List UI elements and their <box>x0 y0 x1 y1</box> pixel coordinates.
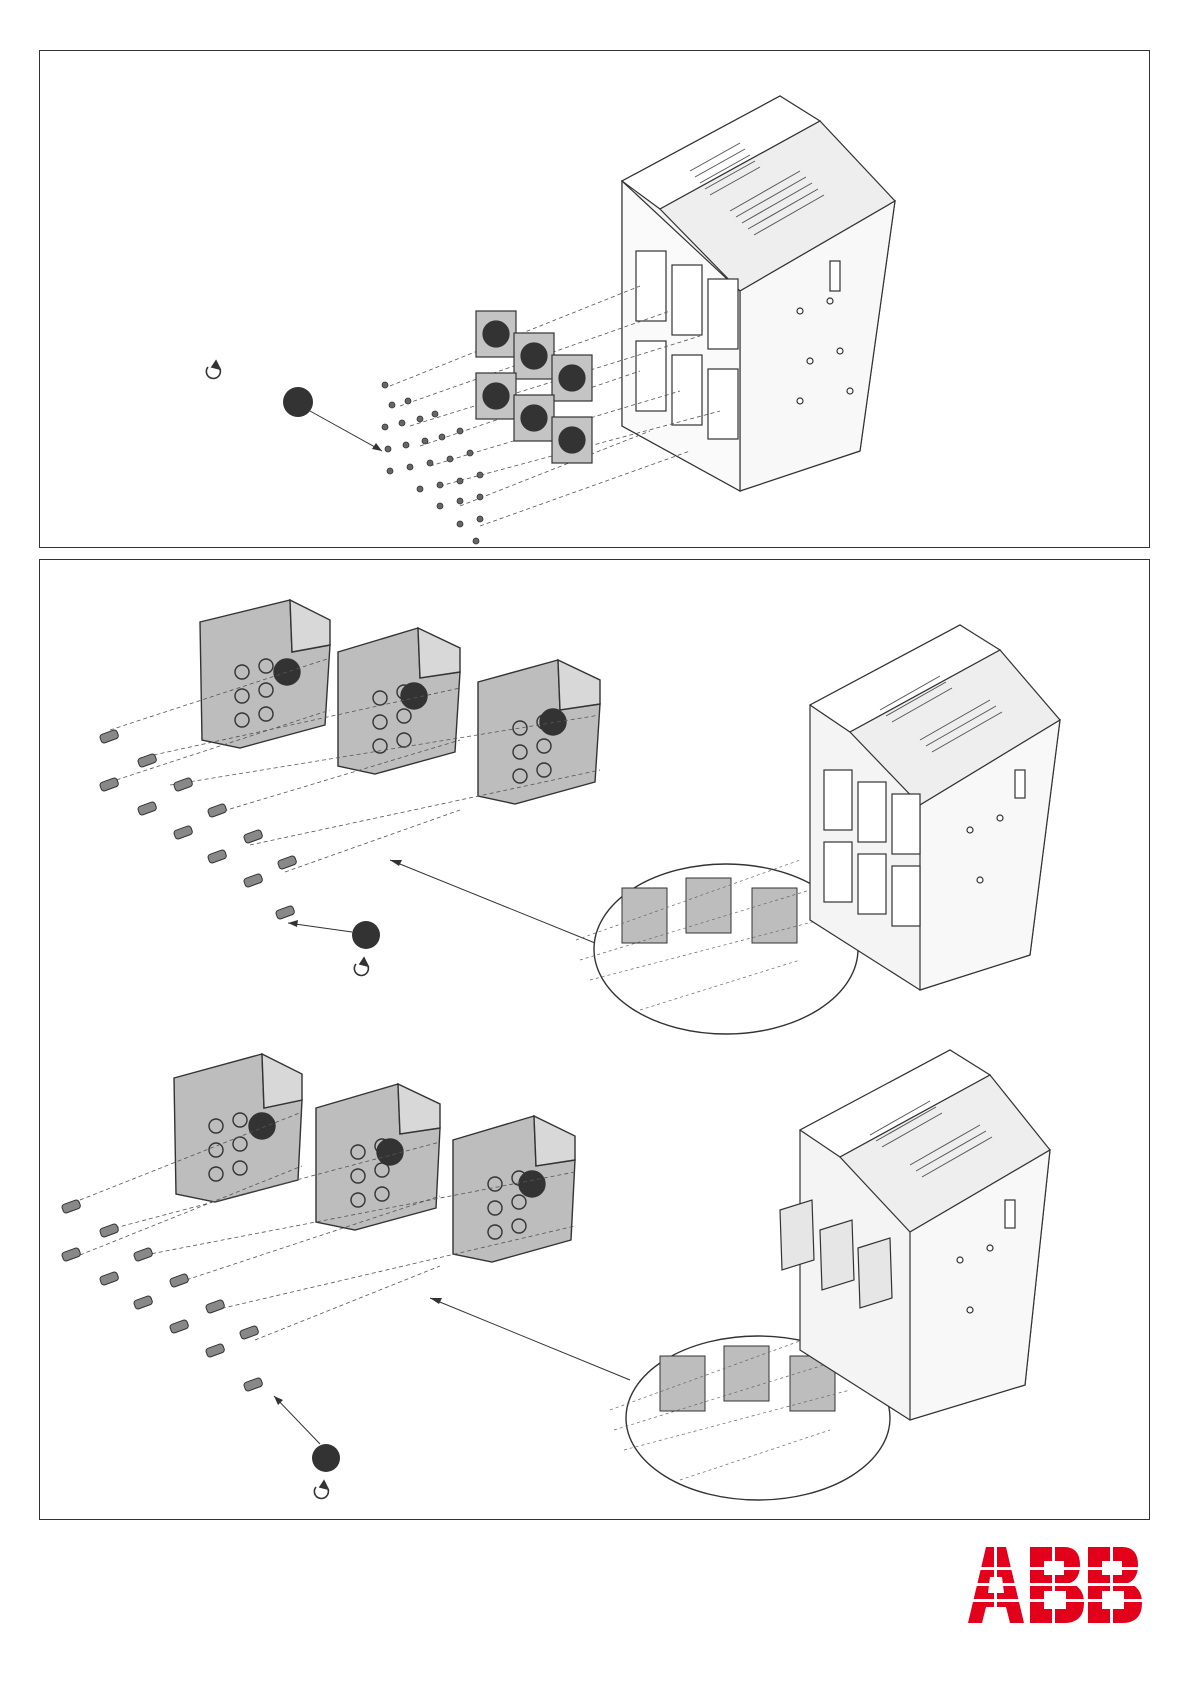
rotate-clockwise-icon <box>314 1481 328 1498</box>
step-panel-bottom <box>39 559 1150 1520</box>
screw-icon <box>382 382 483 544</box>
screw-icon <box>99 729 297 920</box>
screw-icon <box>61 1199 263 1392</box>
circuit-breaker-drawing <box>622 96 895 491</box>
callout-marker-icon <box>283 387 313 417</box>
rotate-clockwise-icon <box>354 958 368 975</box>
top-assembly-drawing <box>40 51 1151 549</box>
terminal-plate-icon <box>174 1054 575 1262</box>
terminal-plate-icon <box>476 311 592 463</box>
callout-marker-icon <box>352 921 380 949</box>
bottom-assembly-drawing <box>40 560 1151 1521</box>
circuit-breaker-drawing <box>810 625 1060 990</box>
rotate-clockwise-icon <box>206 361 220 378</box>
abb-logo <box>968 1547 1142 1623</box>
callout-marker-icon <box>312 1444 340 1472</box>
step-panel-top <box>39 50 1150 548</box>
terminal-plate-icon <box>200 600 600 804</box>
